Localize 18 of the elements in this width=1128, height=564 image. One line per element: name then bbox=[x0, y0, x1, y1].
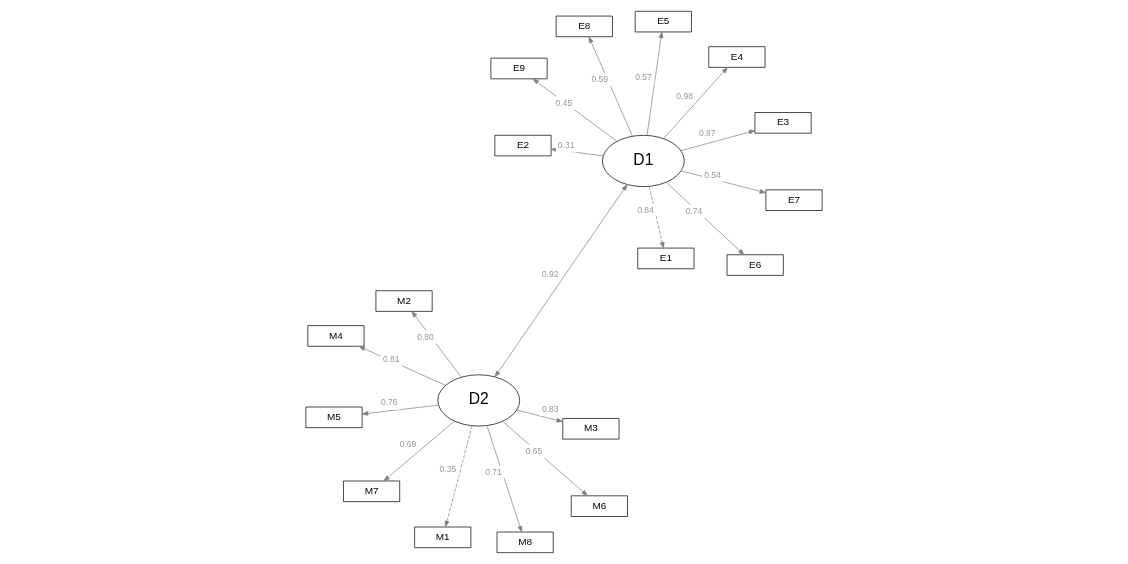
edge-label: 0.98 bbox=[676, 90, 693, 101]
edge-label: 0.57 bbox=[635, 71, 652, 82]
edge-label: 0.81 bbox=[382, 353, 400, 364]
edge-label: 0.84 bbox=[637, 205, 654, 216]
edge-label: 0.80 bbox=[417, 331, 434, 342]
edge-label: 0.35 bbox=[439, 464, 457, 475]
edge-label: 0.74 bbox=[685, 206, 703, 217]
edge-label: 0.31 bbox=[557, 140, 575, 151]
edge-label: 0.45 bbox=[555, 97, 573, 108]
edge-label: 0.65 bbox=[525, 446, 543, 457]
edge-label: 0.69 bbox=[399, 439, 417, 449]
edge-label: 0.92 bbox=[541, 268, 559, 279]
edge-label: 0.87 bbox=[698, 128, 716, 139]
edge-label: 0.54 bbox=[704, 169, 721, 180]
edge-label: 0.71 bbox=[485, 466, 502, 477]
edge-label: 0.59 bbox=[591, 74, 609, 85]
edge-label: 0.83 bbox=[541, 403, 559, 414]
edge-label: 0.76 bbox=[380, 397, 398, 408]
